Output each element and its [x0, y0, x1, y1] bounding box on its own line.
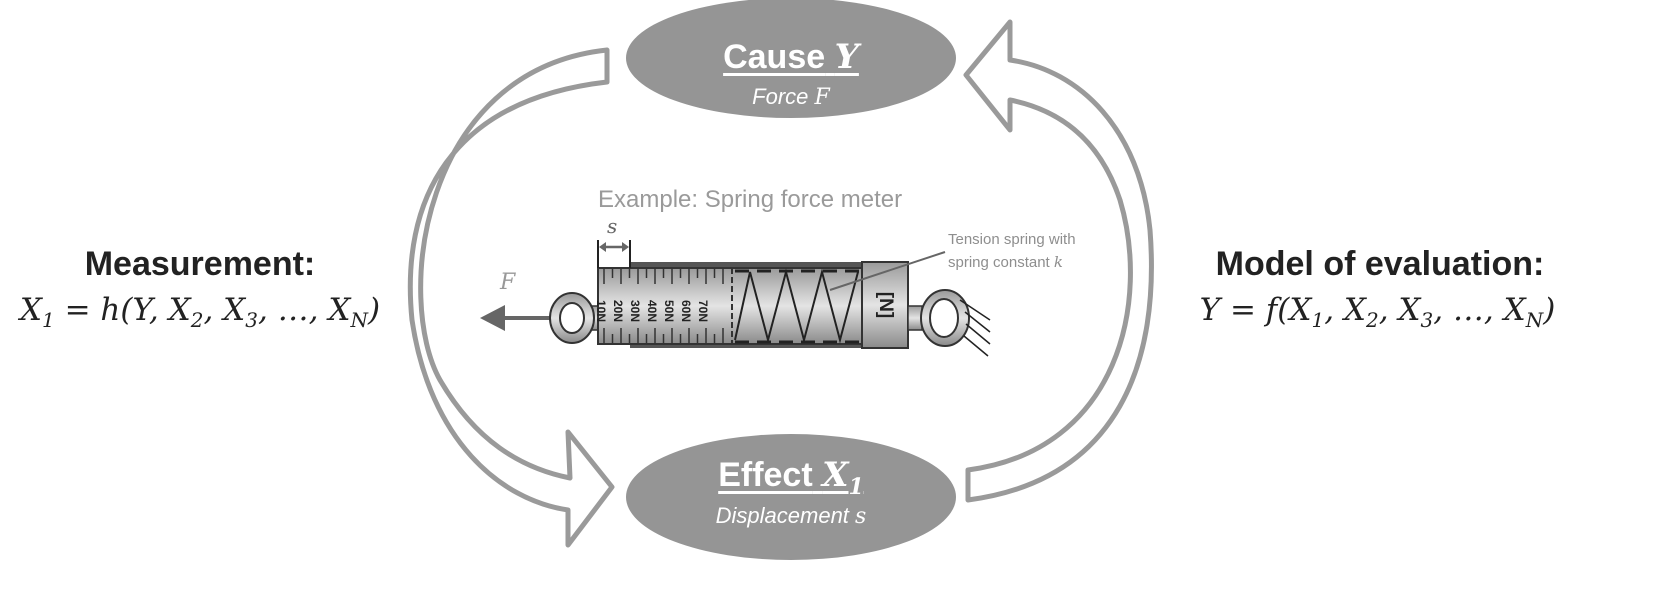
formula-part: ) — [1543, 292, 1556, 328]
force-label: F — [500, 270, 516, 295]
effect-title: Effect X1 — [626, 455, 956, 500]
formula-sub: N — [350, 308, 368, 333]
spring-coil — [734, 268, 859, 344]
formula-part: , …, X — [257, 292, 351, 328]
effect-ellipse — [626, 434, 956, 560]
scale-label: 40N — [645, 300, 659, 323]
formula-part: , X — [203, 292, 246, 328]
formula-sub: 3 — [1420, 308, 1434, 333]
spring-meter-body — [597, 240, 946, 349]
spring-constant-variable: k — [1053, 253, 1063, 271]
formula-part: , X — [1378, 292, 1421, 328]
spring-note-line2: spring constant — [948, 254, 1050, 271]
effect-subtitle: Displacement s — [626, 503, 956, 529]
cause-label: Cause — [723, 38, 826, 76]
right-ring-icon — [907, 289, 991, 357]
cause-title: Cause Y — [626, 37, 956, 77]
model-title: Model of evaluation: — [1215, 245, 1545, 283]
effect-var-sub: 1 — [848, 473, 864, 500]
formula-sub: N — [1525, 308, 1544, 333]
formula-sub: 1 — [1311, 308, 1325, 333]
formula-sub: 2 — [190, 308, 204, 333]
effect-subtitle-label: Displacement — [715, 503, 849, 528]
unit-label: [N] — [875, 291, 897, 319]
spring-note: Tension spring with spring constant k — [948, 229, 1076, 274]
model-formula: Y = f(X1, X2, X3, …, XN) — [1180, 292, 1575, 332]
example-title: Example: Spring force meter — [598, 186, 903, 213]
measurement-cycle-arrow — [407, 47, 615, 548]
cause-ellipse — [626, 0, 956, 118]
displacement-label: s — [607, 214, 618, 238]
scale-label: 30N — [628, 300, 642, 323]
cause-subtitle-variable: F — [814, 85, 830, 110]
effect-subtitle-variable: s — [855, 504, 867, 529]
scale-label: 50N — [662, 300, 676, 323]
formula-part: ) — [367, 292, 381, 328]
scale-label: 70N — [696, 300, 710, 323]
formula-sub: 2 — [1365, 308, 1379, 333]
spring-note-line1: Tension spring with — [948, 231, 1076, 248]
measurement-title: Measurement: — [84, 245, 316, 283]
scale-label: 10N — [594, 300, 608, 323]
formula-part: , X — [1324, 292, 1366, 328]
scale-label: 20N — [611, 300, 625, 323]
evaluation-cycle-arrow — [963, 19, 1154, 503]
cause-variable: Y — [834, 37, 859, 77]
cause-subtitle-label: Force — [752, 84, 809, 109]
formula-part: = h(Y, X — [54, 292, 191, 328]
formula-sub: 3 — [245, 308, 258, 333]
effect-variable: X1 — [822, 455, 864, 500]
cause-subtitle: Force F — [626, 84, 956, 110]
formula-part: , …, X — [1433, 292, 1526, 328]
measurement-formula: X1 = h(Y, X2, X3, …, XN) — [0, 292, 400, 332]
scale-label: 60N — [679, 300, 693, 323]
formula-part: Y = f(X — [1199, 292, 1312, 328]
formula-sub: 1 — [41, 308, 55, 333]
force-arrow-icon — [480, 305, 550, 331]
effect-label: Effect — [718, 456, 813, 494]
effect-var: X — [822, 455, 849, 495]
formula-part: X — [19, 292, 42, 328]
